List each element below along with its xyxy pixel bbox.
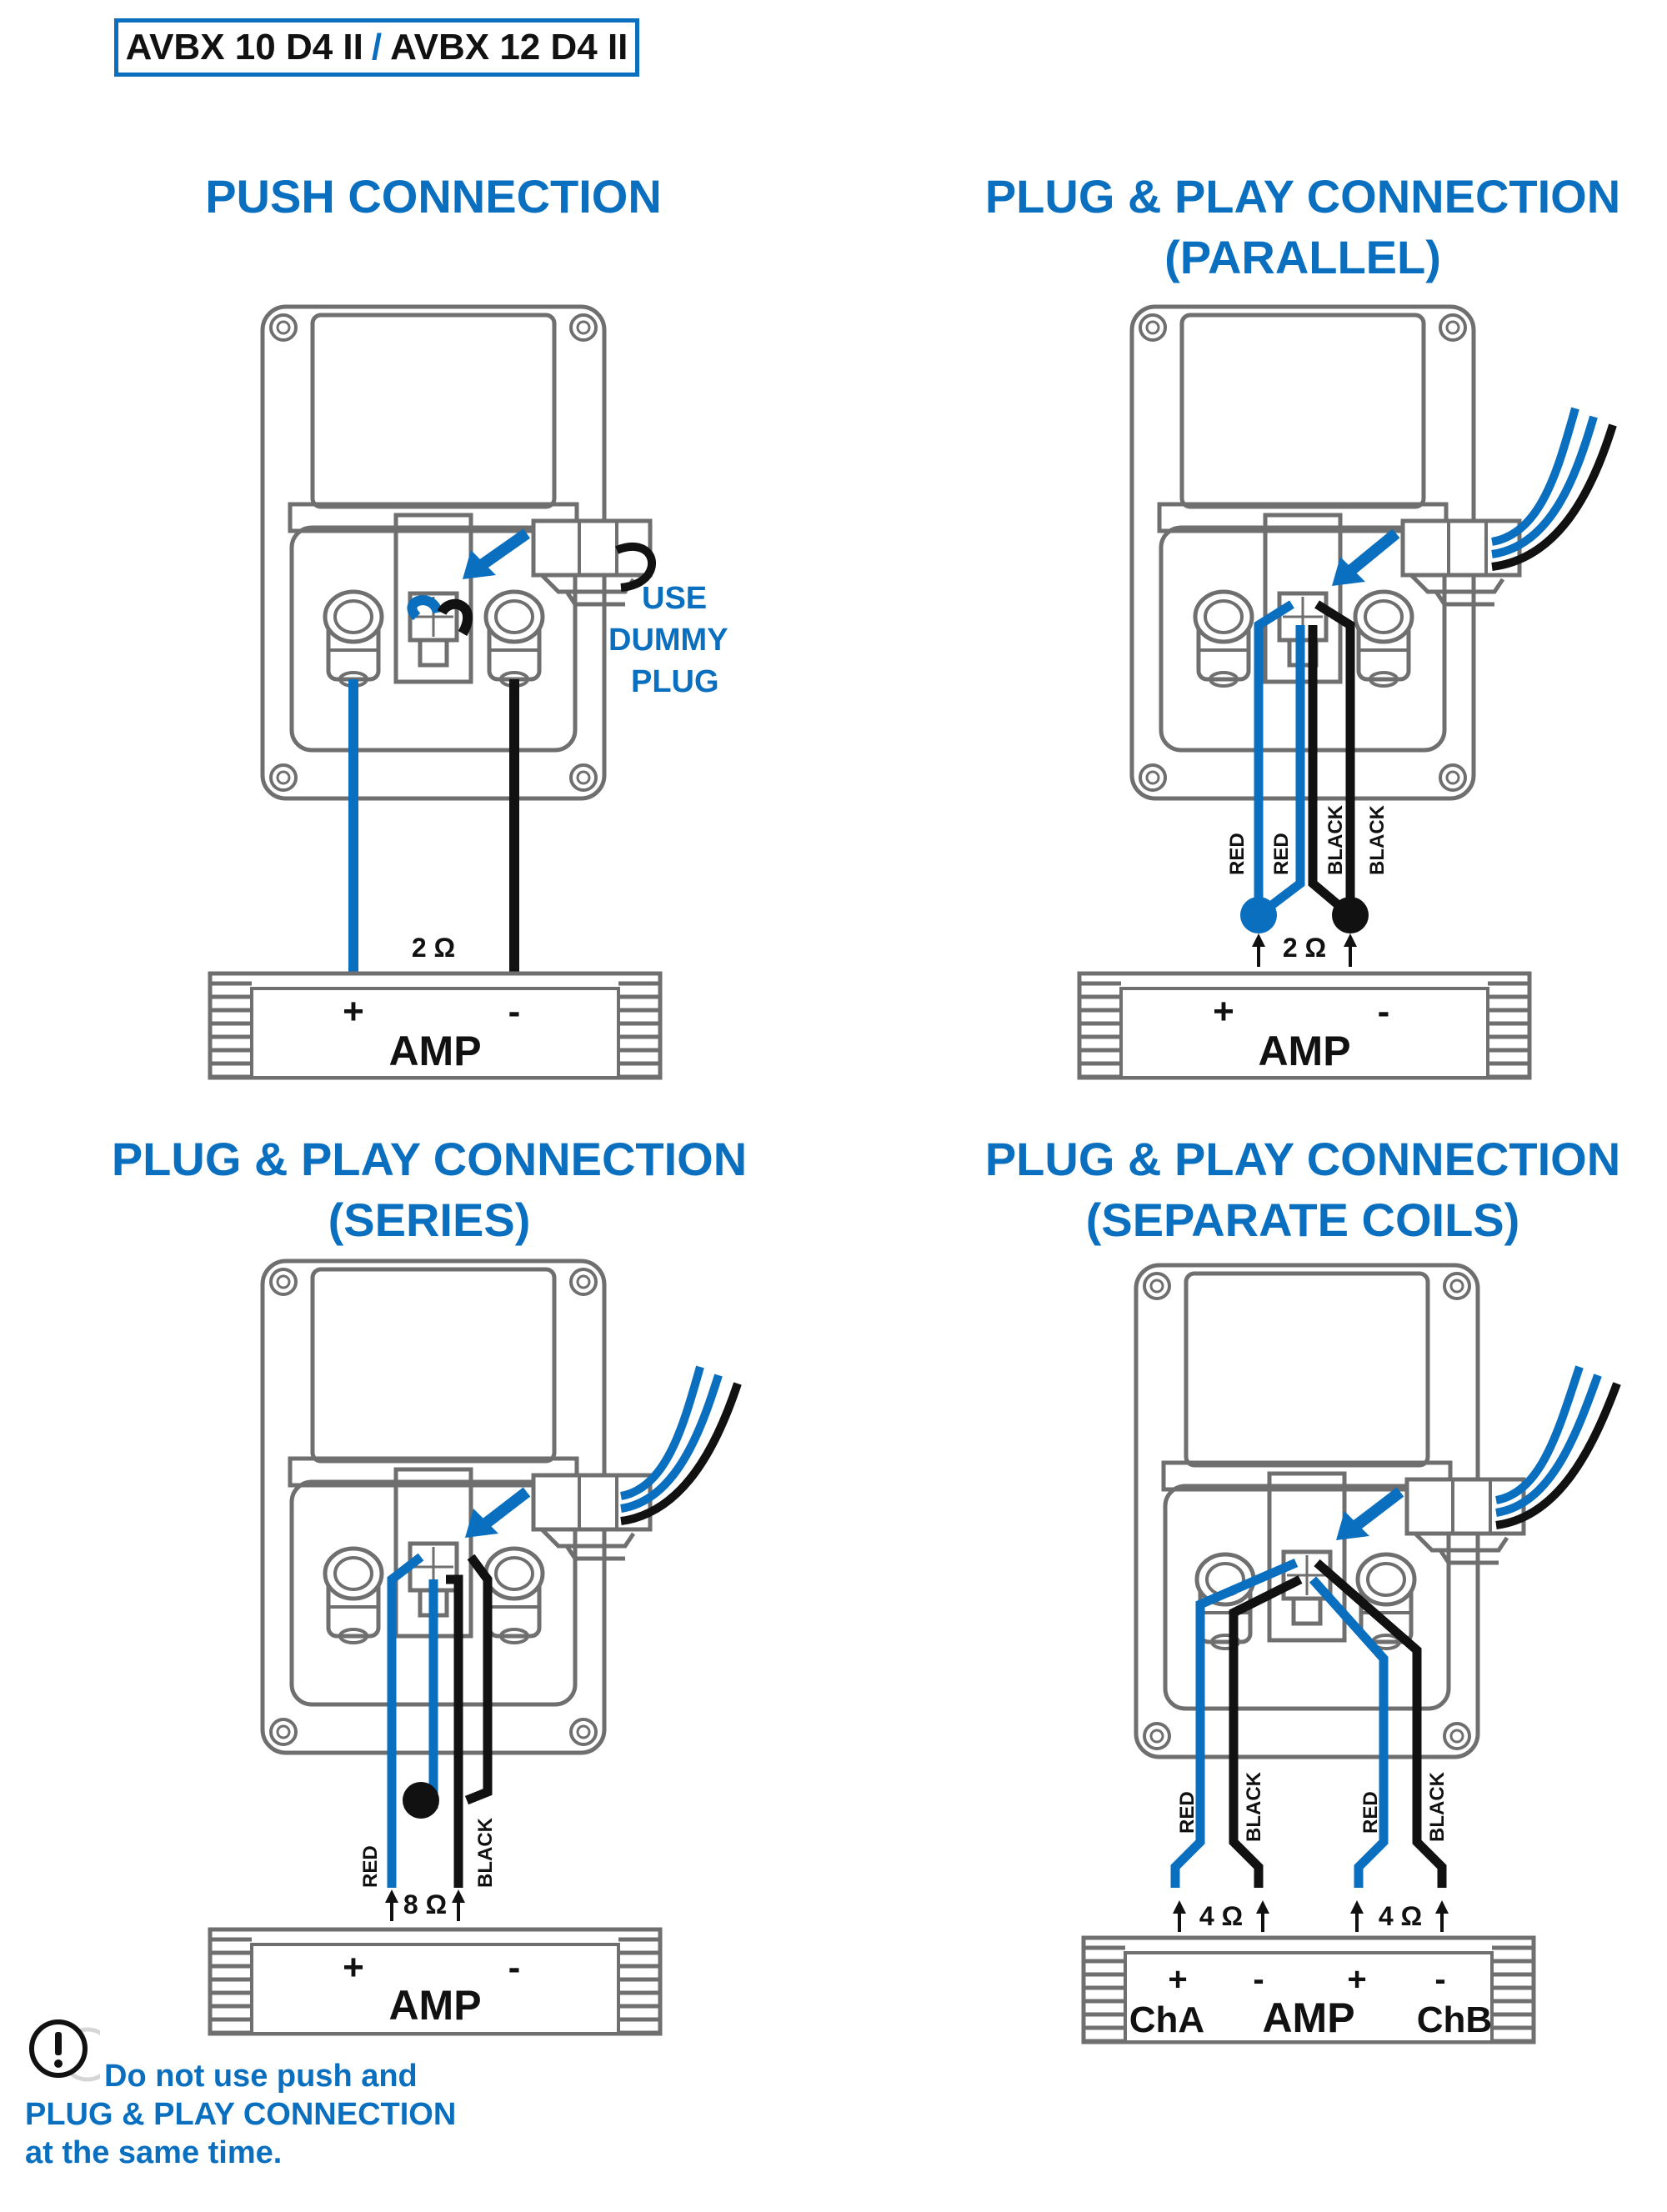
separate-amp-minus-b: - [1434,1961,1445,1998]
panel-separate: PLUG & PLAY CONNECTION (SEPARATE COILS) … [985,1133,1621,2042]
separate-channel-a: ChA [1129,1999,1204,2040]
separate-channel-b: ChB [1417,1999,1492,2040]
push-amp-label: AMP [388,1028,481,1074]
separate-impedance-a: 4 Ω [1199,1901,1243,1931]
parallel-title-line1: PLUG & PLAY CONNECTION [985,170,1620,223]
parallel-amp-label: AMP [1258,1028,1350,1074]
separate-label-black-b: BLACK [1426,1771,1449,1842]
series-arrowhead [465,1509,498,1538]
warning-line1: Do not use push and [104,2059,418,2094]
series-post-plus [325,1549,382,1643]
panel-push: PUSH CONNECTION USE DUMMY PLUG 2 Ω + - A… [205,170,728,1078]
series-amp-label: AMP [388,1982,481,2029]
push-arrow-icon [475,528,531,572]
parallel-label-black-2: BLACK [1366,804,1389,875]
separate-label-black-a: BLACK [1243,1771,1265,1842]
parallel-label-red-1: RED [1226,833,1249,875]
separate-wire-red-a [1170,1558,1299,1888]
parallel-cable-blue-1 [1490,407,1579,546]
parallel-amp-minus: - [1378,991,1390,1032]
parallel-cable-blue-2 [1491,415,1598,558]
series-wire-red [387,1553,424,1888]
separate-label-red-a: RED [1176,1791,1199,1834]
parallel-label-red-2: RED [1270,833,1293,875]
push-dummy-loop [615,542,656,592]
series-wire-black-link [464,1554,493,1805]
separate-wire-red-b [1309,1576,1389,1888]
separate-impedance-b: 4 Ω [1379,1901,1422,1931]
push-dummy-blue [407,595,443,621]
series-title-line1: PLUG & PLAY CONNECTION [112,1133,747,1185]
push-amp-minus: - [508,991,521,1032]
parallel-cable-black [1491,423,1617,571]
series-cable-blue-2 [620,1374,723,1513]
parallel-wire-red-1 [1254,600,1294,915]
parallel-amp-plus: + [1213,991,1234,1032]
parallel-junction-plus [1240,897,1277,933]
series-impedance: 8 Ω [403,1889,447,1919]
push-impedance: 2 Ω [412,933,455,963]
warning-line3: at the same time. [25,2135,283,2170]
series-title-line2: (SERIES) [328,1194,531,1246]
parallel-wire-black-2 [1314,600,1355,915]
push-amp-plus: + [343,991,364,1032]
parallel-arrow-icon [1346,528,1400,576]
push-post-minus [486,592,543,686]
push-arrowhead [463,550,496,579]
push-post-plus [325,592,382,686]
series-amp-plus: + [343,1947,364,1988]
model-name-b: AVBX 12 D4 II [390,27,628,68]
parallel-label-black-1: BLACK [1324,804,1347,875]
model-name-a: AVBX 10 D4 II [125,27,363,68]
parallel-post-plus [1195,592,1252,686]
push-dummy-black [437,598,473,636]
push-title: PUSH CONNECTION [205,170,662,223]
separate-amp-label: AMP [1262,1994,1354,2041]
series-arrow-icon [479,1487,531,1530]
series-cable-blue-1 [619,1365,704,1500]
push-note-line2: DUMMY [608,623,728,658]
series-label-black: BLACK [474,1817,497,1888]
parallel-arrowhead [1332,557,1365,586]
series-wire-black [446,1574,463,1888]
series-amp-minus: - [508,1947,521,1988]
separate-cable-black [1495,1382,1621,1529]
separate-cable-blue-2 [1495,1374,1602,1517]
series-cable-black [620,1382,742,1525]
exclamation-circle-icon [29,2019,100,2082]
separate-cable-blue-1 [1494,1365,1584,1504]
model-label-box: AVBX 10 D4 II / AVBX 12 D4 II [114,18,639,77]
separate-arrow-icon [1350,1487,1404,1532]
parallel-title-line2: (PARALLEL) [1164,231,1441,283]
series-post-minus [486,1549,543,1643]
series-junction [403,1782,439,1819]
separate-arrowhead [1336,1511,1369,1540]
separate-title-line1: PLUG & PLAY CONNECTION [985,1133,1620,1185]
model-separator: / [371,27,383,68]
panel-parallel: PLUG & PLAY CONNECTION (PARALLEL) RED RE… [985,170,1620,1078]
separate-amp-plus-b: + [1347,1961,1366,1998]
series-label-red: RED [359,1845,382,1888]
separate-wire-black-a [1229,1575,1303,1888]
parallel-impedance: 2 Ω [1283,933,1326,963]
panel-series: PLUG & PLAY CONNECTION (SERIES) RED BLAC… [112,1133,747,2034]
parallel-post-minus [1355,592,1412,686]
separate-wire-black-b [1314,1559,1447,1888]
push-note-line1: USE [642,581,707,616]
separate-title-line2: (SEPARATE COILS) [1086,1194,1520,1246]
warning-line2: PLUG & PLAY CONNECTION [25,2097,457,2132]
push-note-line3: PLUG [631,664,719,699]
parallel-junction-minus [1332,897,1369,933]
separate-label-red-b: RED [1359,1791,1382,1834]
separate-amp-plus-a: + [1168,1961,1187,1998]
separate-amp-minus-a: - [1253,1961,1264,1998]
